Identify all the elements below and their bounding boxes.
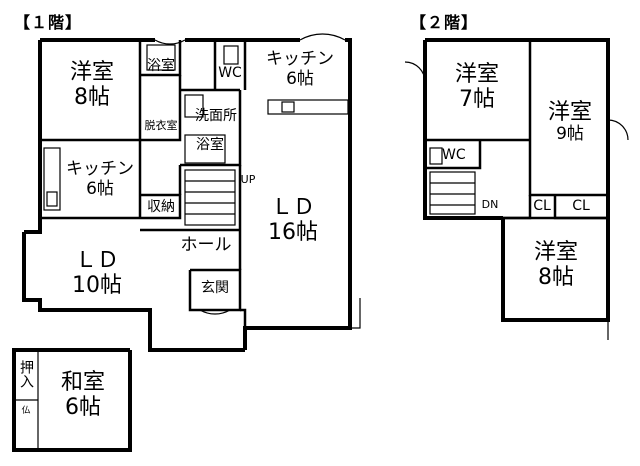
floor1-room-washroom: 洗面所 — [190, 108, 242, 124]
room-name: 収納 — [147, 199, 175, 215]
floor1-room-bath: 浴室 — [190, 137, 230, 153]
floor1-fixtures — [14, 33, 361, 450]
floor1-room-ld-16: ＬＤ 16帖 — [258, 195, 328, 246]
room-size: 7帖 — [459, 87, 495, 113]
room-size: 16帖 — [268, 220, 318, 246]
floor2-room-cl-1: CL — [530, 198, 554, 214]
floor1-room-kitchen-left: キッチン 6帖 — [60, 159, 140, 199]
room-name: 洋室 — [454, 62, 499, 87]
room-name: キッチン — [266, 49, 334, 69]
floor1-room-closet: 押入 — [16, 360, 36, 388]
room-name: ＬＤ — [74, 248, 119, 273]
room-name: キッチン — [66, 159, 134, 179]
room-size: 10帖 — [72, 273, 122, 299]
room-name: CL — [572, 198, 590, 214]
room-size: 6帖 — [286, 68, 314, 89]
room-name: 押入 — [18, 360, 35, 388]
room-size: 6帖 — [86, 178, 114, 199]
room-name: 浴室 — [147, 58, 175, 74]
room-name: 浴室 — [196, 137, 224, 153]
floor1-room-kitchen-right: キッチン 6帖 — [255, 49, 345, 89]
floor1-interior-walls — [40, 40, 247, 350]
room-name: 洗面所 — [195, 108, 237, 124]
floor2-room-yoshitsu-7: 洋室 7帖 — [445, 62, 509, 113]
floor2-interior-walls — [425, 40, 608, 220]
floor2-fixtures — [404, 61, 629, 340]
floor2-room-wc: WC — [442, 147, 466, 163]
floor1-room-entrance: 玄関 — [194, 280, 236, 296]
floor1-room-storage: 収納 — [143, 199, 179, 215]
room-name: 洋室 — [547, 100, 592, 125]
room-name: WC — [442, 147, 466, 163]
room-name: ホール — [180, 235, 232, 255]
room-name: 和室 — [60, 370, 105, 395]
floor1-room-dressing: 脱衣室 — [141, 119, 181, 133]
room-name: WC — [218, 65, 242, 81]
room-name: 脱衣室 — [144, 119, 178, 132]
floor1-room-bath-tub: 浴室 — [144, 58, 178, 74]
room-name: 玄関 — [201, 280, 229, 296]
floor1-room-hall: ホール — [175, 235, 237, 256]
floor1-room-yoshitsu-8: 洋室 8帖 — [62, 60, 122, 111]
floor1-stairs-up-label: UP — [240, 173, 256, 186]
room-name: 仏 — [21, 406, 31, 416]
floor1-outer-walls — [12, 38, 352, 452]
floor1-room-altar: 仏 — [16, 406, 36, 416]
room-size: 8帖 — [74, 85, 110, 111]
floor2-room-yoshitsu-8: 洋室 8帖 — [524, 240, 588, 291]
floor2-room-cl-2: CL — [567, 198, 595, 214]
floor2-outer-walls — [423, 38, 610, 322]
floor2-title: 【２階】 — [410, 13, 479, 32]
floor1-room-washitsu: 和室 6帖 — [48, 370, 118, 421]
floor1-room-ld-10: ＬＤ 10帖 — [62, 248, 132, 299]
room-name: 洋室 — [69, 60, 114, 85]
room-size: 9帖 — [556, 124, 584, 145]
room-size: 6帖 — [65, 395, 101, 421]
floor1-room-wc: WC — [218, 65, 242, 81]
floor2-room-yoshitsu-9: 洋室 9帖 — [538, 100, 602, 145]
room-name: 洋室 — [533, 240, 578, 265]
floor2-stairs-down-label: DN — [481, 198, 499, 211]
floor1-title: 【１階】 — [14, 13, 83, 32]
room-name: CL — [533, 198, 551, 214]
room-size: 8帖 — [538, 265, 574, 291]
room-name: ＬＤ — [270, 195, 315, 220]
